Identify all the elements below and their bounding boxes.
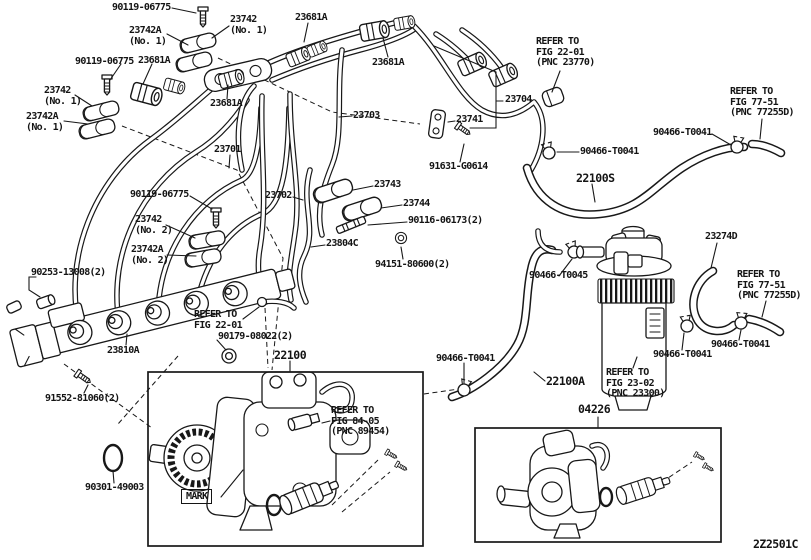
callout-90119-06775-1: 90119-06775: [112, 2, 171, 13]
callout-23742-no1-1: 23742 (No. 1): [230, 14, 268, 36]
callout-refer-fig-23-02: REFER TO FIG 23-02 (PNC 23300): [606, 367, 665, 399]
callout-90466-t0041-2: 90466-T0041: [580, 146, 639, 157]
callout-90466-t0041-1: 90466-T0041: [653, 127, 712, 138]
leader-lines: [28, 7, 767, 498]
callout-refer-fig-22-01-pnc-23770: REFER TO FIG 22-01 (PNC 23770): [536, 36, 595, 68]
injection-pump: [148, 371, 409, 531]
callout-23810a: 23810A: [107, 345, 140, 356]
fuel-hoses: [447, 139, 786, 402]
callout-23681a-4: 23681A: [210, 98, 243, 109]
callout-90301-49003: 90301-49003: [85, 482, 144, 493]
callout-23744: 23744: [403, 198, 430, 209]
callout-22100s: 22100S: [576, 171, 615, 185]
callout-23742a-no2: 23742A (No. 2): [131, 244, 169, 266]
callout-23804c: 23804C: [326, 238, 359, 249]
callout-91631-g0614: 91631-G0614: [429, 161, 488, 172]
callout-90466-t0045: 90466-T0045: [529, 270, 588, 281]
pump-assembly-box: [147, 371, 424, 547]
rail-end-fitting: [256, 296, 268, 308]
pipe-brackets: [427, 86, 565, 139]
callout-22100a: 22100A: [546, 374, 585, 388]
callout-23681a-1: 23681A: [295, 12, 328, 23]
o-ring-90301: [102, 443, 124, 473]
mark-stamp-label: MARK: [181, 489, 213, 504]
callout-23274d: 23274D: [705, 231, 738, 242]
drawing-code: 2Z2501C: [753, 537, 798, 551]
callout-23681a-2: 23681A: [138, 55, 171, 66]
callout-refer-fig-84-05: REFER TO FIG 84-05 (PNC 89454): [331, 405, 390, 437]
supply-pump-assy: [496, 429, 716, 539]
callout-23743: 23743: [374, 179, 401, 190]
callout-23742a-no1-1: 23742A (No. 1): [129, 25, 167, 47]
callout-90119-06775-2: 90119-06775: [75, 56, 134, 67]
callout-refer-fig-77-51-a: REFER TO FIG 77-51 (PNC 77255D): [730, 86, 795, 118]
callout-91552-81060: 91552-81060(2): [45, 393, 120, 404]
callout-90253-13008: 90253-13008(2): [31, 267, 106, 278]
callout-90466-t0041-4: 90466-T0041: [711, 339, 770, 350]
callout-90466-t0041-3: 90466-T0041: [436, 353, 495, 364]
callout-23742a-no1-2: 23742A (No. 1): [26, 111, 64, 133]
callout-23704: 23704: [505, 94, 532, 105]
callout-04226: 04226: [578, 402, 611, 416]
callout-22100: 22100: [274, 348, 307, 362]
callout-refer-fig-77-51-b: REFER TO FIG 77-51 (PNC 77255D): [737, 269, 802, 301]
callout-23742-no1-2: 23742 (No. 1): [44, 85, 82, 107]
callout-90119-06775-3: 90119-06775: [130, 189, 189, 200]
callout-90179-08022: 90179-08022(2): [218, 331, 293, 342]
fuel-rail: [9, 268, 296, 368]
supply-pump-box: [474, 427, 722, 543]
callout-90116-06173: 90116-06173(2): [408, 215, 483, 226]
callout-23701: 23701: [214, 144, 241, 155]
callout-23702: 23702: [265, 190, 292, 201]
fuel-filter: [575, 225, 675, 411]
callout-23703: 23703: [353, 110, 380, 121]
callout-refer-fig-22-01-b: REFER TO FIG 22-01: [194, 309, 243, 331]
fasteners: [6, 6, 473, 387]
pipe-union-cluster: [203, 57, 273, 93]
callout-23742-no2: 23742 (No. 2): [135, 214, 173, 236]
callout-94151-80600: 94151-80600(2): [375, 259, 450, 270]
callout-23681a-3: 23681A: [372, 57, 405, 68]
callout-23741: 23741: [456, 114, 483, 125]
callout-90466-t0041-5: 90466-T0041: [653, 349, 712, 360]
